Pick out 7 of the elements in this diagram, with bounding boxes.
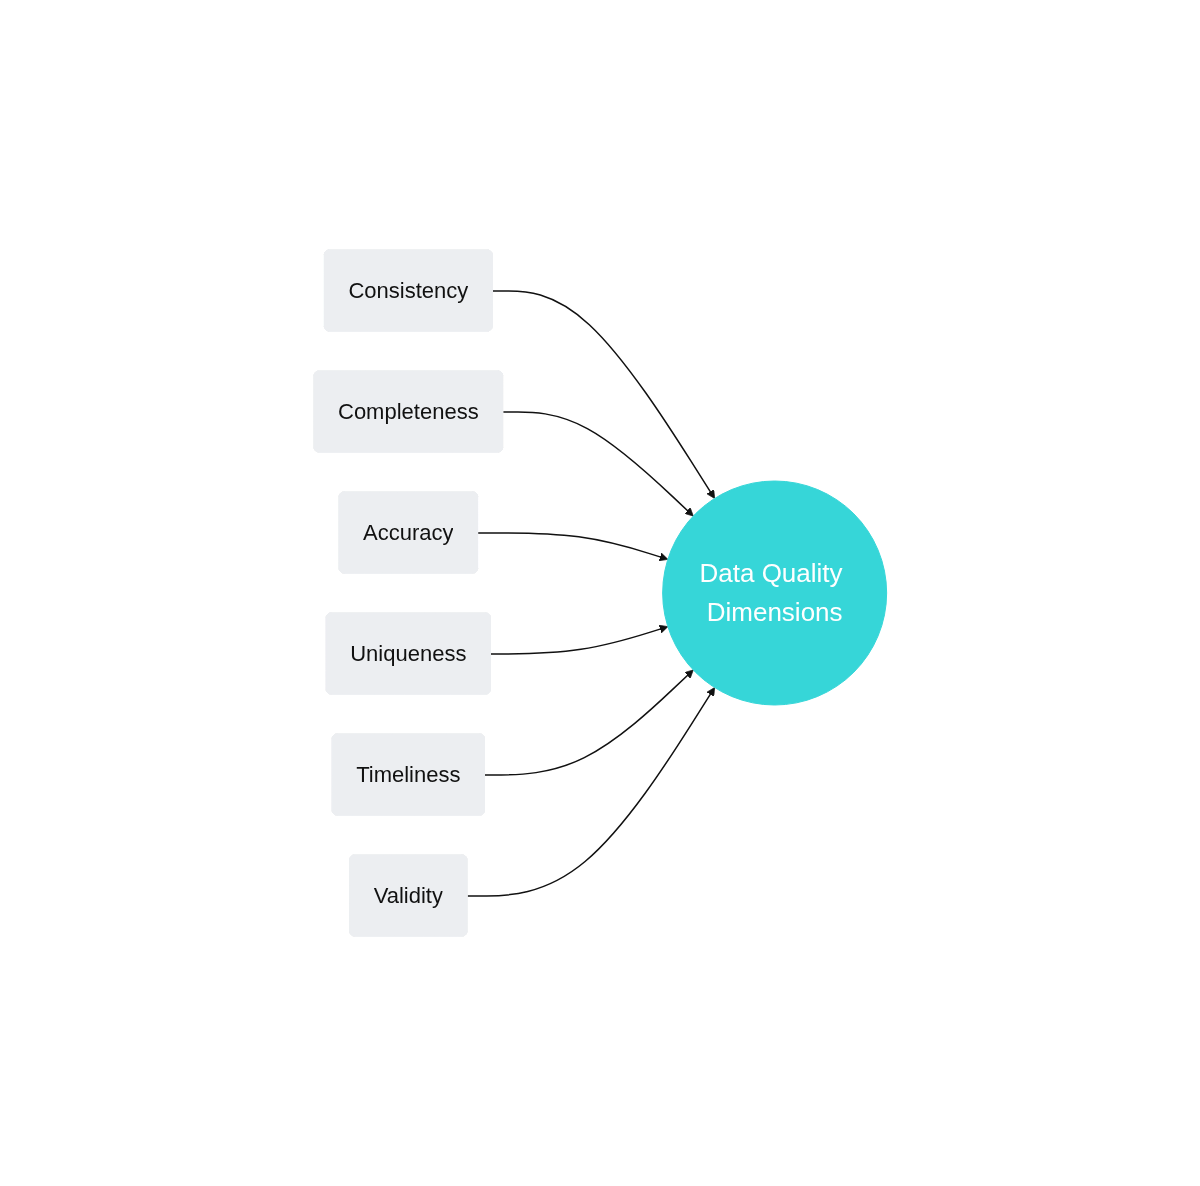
node-circle: Data Quality Dimensions xyxy=(661,480,887,706)
arrow xyxy=(477,532,668,562)
arrow xyxy=(489,624,668,655)
arrow xyxy=(466,687,715,897)
arrow xyxy=(483,669,694,776)
arrow xyxy=(502,411,694,517)
arrow xyxy=(491,290,715,499)
